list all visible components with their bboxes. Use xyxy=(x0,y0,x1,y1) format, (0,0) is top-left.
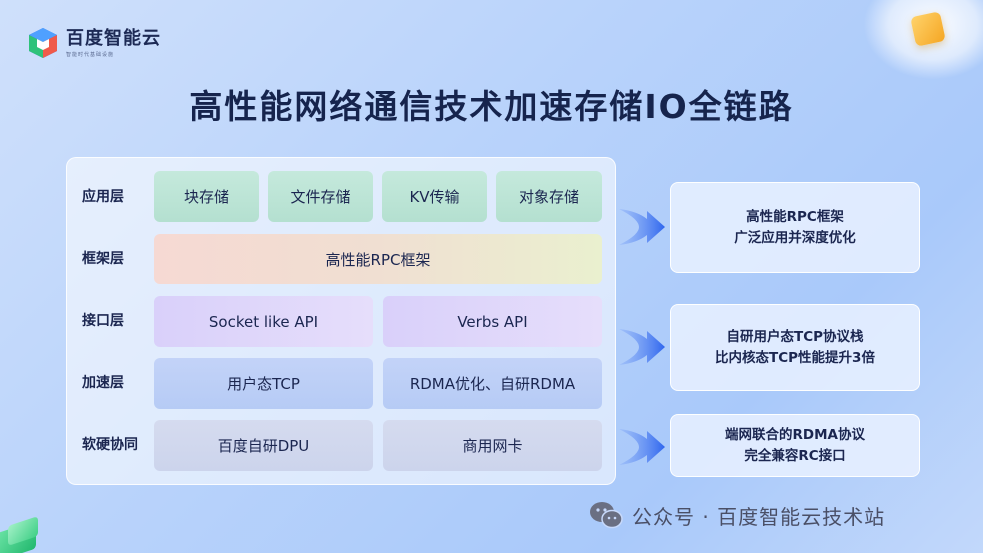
callout-rpc-line1: 高性能RPC框架 xyxy=(746,208,844,225)
baidu-cloud-cube-icon xyxy=(29,28,57,58)
cell-verbs-api: Verbs API xyxy=(383,296,602,347)
callout-rpc-line2: 广泛应用并深度优化 xyxy=(734,229,856,246)
cell-block-storage: 块存储 xyxy=(154,171,259,222)
arrow-right-icon xyxy=(619,429,665,465)
cell-user-tcp: 用户态TCP xyxy=(154,358,373,409)
cell-commercial-nic: 商用网卡 xyxy=(383,420,602,471)
callout-rpc: 高性能RPC框架 广泛应用并深度优化 xyxy=(670,182,920,273)
layer-label-framework: 框架层 xyxy=(82,251,124,267)
callout-rdma-line2: 完全兼容RC接口 xyxy=(744,447,846,464)
brand-subtitle: 智能时代基础设施 xyxy=(66,51,115,58)
watermark-text: 公众号 · 百度智能云技术站 xyxy=(632,504,886,529)
callout-rdma-line1: 端网联合的RDMA协议 xyxy=(725,426,865,443)
arrow-right-icon xyxy=(619,209,665,245)
cell-object-storage: 对象存储 xyxy=(496,171,602,222)
watermark: 公众号 · 百度智能云技术站 xyxy=(588,500,885,530)
layer-label-acceleration: 加速层 xyxy=(82,375,124,391)
brand-logo: 百度智能云 智能时代基础设施 xyxy=(26,26,161,60)
layer-label-hw-sw: 软硬协同 xyxy=(82,437,138,453)
cell-file-storage: 文件存储 xyxy=(268,171,373,222)
layer-label-application: 应用层 xyxy=(82,189,124,205)
cell-baidu-dpu: 百度自研DPU xyxy=(154,420,373,471)
decorative-blocks-icon xyxy=(0,505,50,553)
callout-rdma: 端网联合的RDMA协议 完全兼容RC接口 xyxy=(670,414,920,477)
page-title: 高性能网络通信技术加速存储IO全链路 xyxy=(189,87,794,126)
callout-tcp-line2: 比内核态TCP性能提升3倍 xyxy=(715,349,875,366)
callout-tcp-line1: 自研用户态TCP协议栈 xyxy=(726,328,864,345)
decorative-cube-icon xyxy=(910,11,946,47)
cell-kv-transfer: KV传输 xyxy=(382,171,487,222)
arrow-right-icon xyxy=(619,329,665,365)
layer-label-interface: 接口层 xyxy=(82,313,124,329)
cell-socket-like-api: Socket like API xyxy=(154,296,373,347)
callout-tcp: 自研用户态TCP协议栈 比内核态TCP性能提升3倍 xyxy=(670,304,920,391)
wechat-icon xyxy=(590,502,623,529)
cell-rdma: RDMA优化、自研RDMA xyxy=(383,358,602,409)
cell-rpc-framework: 高性能RPC框架 xyxy=(154,234,602,284)
brand-name: 百度智能云 xyxy=(66,27,161,49)
